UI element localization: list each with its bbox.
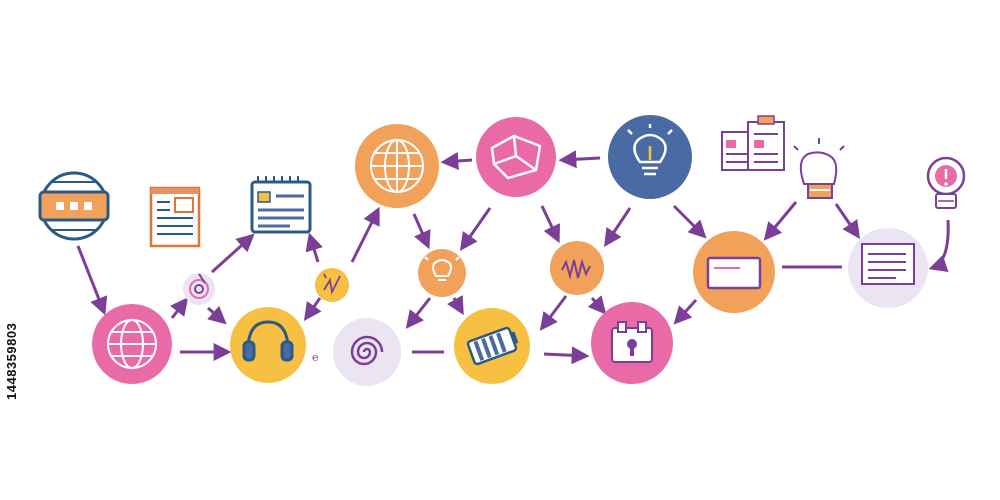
spark-icon	[323, 273, 341, 295]
small-e-mark: e	[312, 351, 319, 364]
connector	[672, 204, 707, 239]
connector	[459, 207, 492, 251]
connector	[170, 297, 189, 319]
clipboard-icon	[721, 115, 785, 171]
document-node	[848, 228, 928, 308]
connector	[210, 233, 255, 274]
connector	[539, 295, 568, 331]
globe-icon	[370, 139, 424, 193]
connector	[543, 346, 590, 365]
connector	[305, 232, 323, 263]
mindmap-icon	[490, 134, 542, 180]
lock-node	[591, 302, 673, 384]
checklist-node	[149, 186, 201, 248]
connector	[207, 305, 227, 325]
document-icon	[861, 243, 915, 285]
connector	[440, 151, 473, 170]
spiral-node: e	[312, 318, 401, 386]
connector	[540, 205, 561, 244]
globe-main-node	[355, 124, 439, 208]
connector	[834, 203, 861, 239]
small-bulb-icon	[424, 256, 460, 281]
flow-connectors	[76, 150, 950, 365]
connector	[673, 298, 698, 325]
bulb-outline-node	[793, 138, 845, 199]
connector	[558, 150, 601, 169]
connector	[587, 295, 607, 315]
headphones-node	[230, 307, 306, 383]
idea-node	[608, 115, 692, 199]
checklist-icon	[149, 186, 201, 248]
target-icon	[189, 273, 209, 299]
connector	[447, 295, 464, 316]
connector	[76, 245, 108, 316]
headphones-icon	[242, 320, 294, 362]
flow-lines	[412, 265, 842, 354]
monitor-node	[693, 231, 775, 313]
network-board-icon	[250, 176, 312, 234]
wave-node	[550, 241, 604, 295]
battery-icon	[466, 326, 519, 366]
battery-node	[454, 308, 530, 384]
connector	[763, 201, 798, 241]
alert-bulb-icon	[926, 156, 966, 209]
server-icon	[38, 171, 110, 241]
target-node	[183, 273, 215, 305]
globe-icon	[107, 319, 157, 369]
globe-small-node	[92, 304, 172, 384]
spiral-icon	[350, 335, 384, 366]
connector	[928, 219, 950, 272]
connector	[604, 207, 632, 247]
lightbulb-outline-icon	[793, 138, 845, 199]
mindmap-node	[476, 117, 556, 197]
connector	[412, 213, 431, 250]
alert-bulb-node	[926, 156, 966, 209]
monitor-icon	[706, 256, 762, 290]
lock-icon	[611, 321, 653, 363]
clipboard-node	[721, 115, 785, 171]
connector	[303, 297, 322, 321]
network-node	[250, 176, 312, 234]
small-bulb-node	[418, 249, 466, 297]
waveform-icon	[561, 258, 591, 280]
lightbulb-icon	[627, 124, 673, 176]
stock-image-id: 1448359803	[4, 322, 19, 400]
spark-node	[315, 268, 349, 302]
connector	[405, 297, 432, 329]
server-node	[38, 171, 110, 241]
connector	[350, 206, 380, 263]
